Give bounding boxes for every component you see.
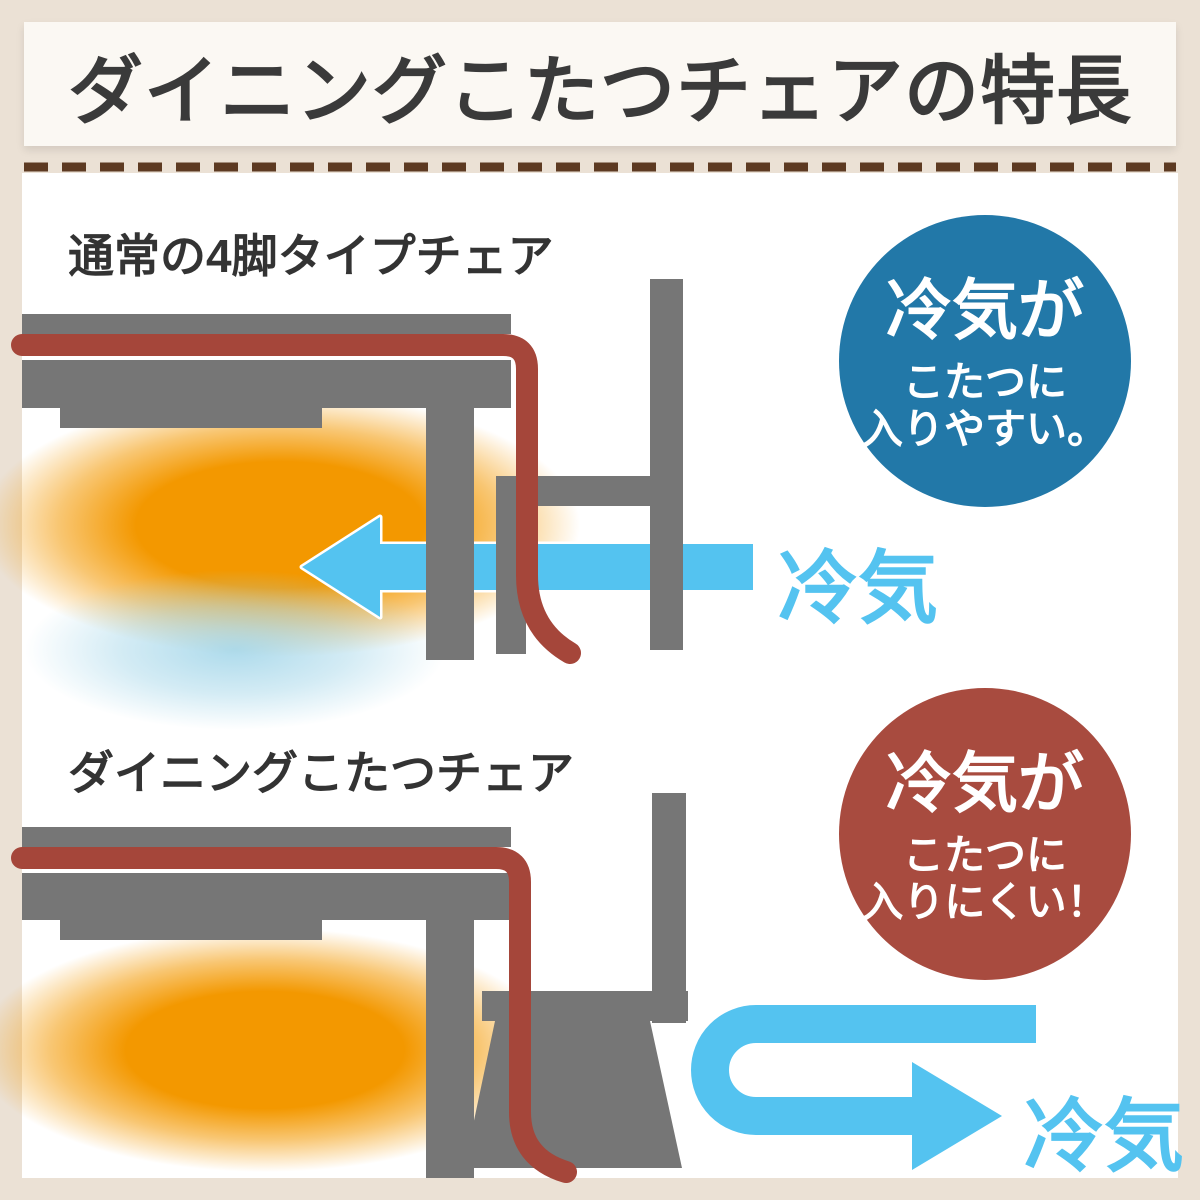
section2-label: ダイニングこたつチェア bbox=[68, 747, 574, 799]
cold-air-label-1: 冷気 bbox=[778, 544, 938, 633]
cold-air-glow-1 bbox=[25, 570, 445, 730]
badge1-line1: 冷気が bbox=[886, 273, 1084, 348]
kotatsu-blanket-1 bbox=[11, 334, 581, 664]
heat-glow-2 bbox=[0, 928, 555, 1172]
page-title: ダイニングこたつチェアの特長 bbox=[67, 48, 1132, 133]
kotatsu-frame-1 bbox=[22, 360, 511, 408]
badge2-line3: 入りにくい！ bbox=[862, 879, 1108, 926]
kotatsu-blanket-2 bbox=[11, 847, 577, 1183]
badge1-line3: 入りやすい。 bbox=[862, 406, 1108, 453]
kotatsu-frame-2 bbox=[22, 873, 511, 920]
chair-backrest-2 bbox=[652, 793, 686, 1023]
title-banner: ダイニングこたつチェアの特長 bbox=[24, 22, 1176, 146]
kotatsu-heater-2 bbox=[60, 920, 322, 940]
badge1-line2: こたつに bbox=[903, 359, 1067, 406]
table-top-1 bbox=[22, 314, 511, 334]
cold-air-label-2: 冷気 bbox=[1024, 1092, 1184, 1181]
cold-air-uturn-arrowhead-icon bbox=[912, 1062, 1002, 1170]
chair-skirt-base-2 bbox=[464, 1021, 682, 1168]
cold-air-uturn-arrow-icon bbox=[691, 1005, 1036, 1135]
table-leg-1 bbox=[426, 408, 474, 660]
kotatsu-heater-1 bbox=[60, 408, 322, 428]
chair-backrest-1 bbox=[650, 279, 683, 650]
badge2-line1: 冷気が bbox=[886, 746, 1084, 821]
badge2-line2: こたつに bbox=[903, 832, 1067, 879]
table-top-2 bbox=[22, 827, 511, 847]
feature-badge-easy: 冷気が こたつに 入りやすい。 bbox=[810, 246, 1160, 481]
feature-badge-hard: 冷気が こたつに 入りにくい！ bbox=[810, 719, 1160, 954]
section1-label: 通常の4脚タイプチェア bbox=[68, 230, 554, 282]
table-leg-2 bbox=[426, 920, 474, 1178]
feature-badge-circle-hard bbox=[839, 688, 1131, 980]
feature-badge-circle-easy bbox=[839, 215, 1131, 507]
